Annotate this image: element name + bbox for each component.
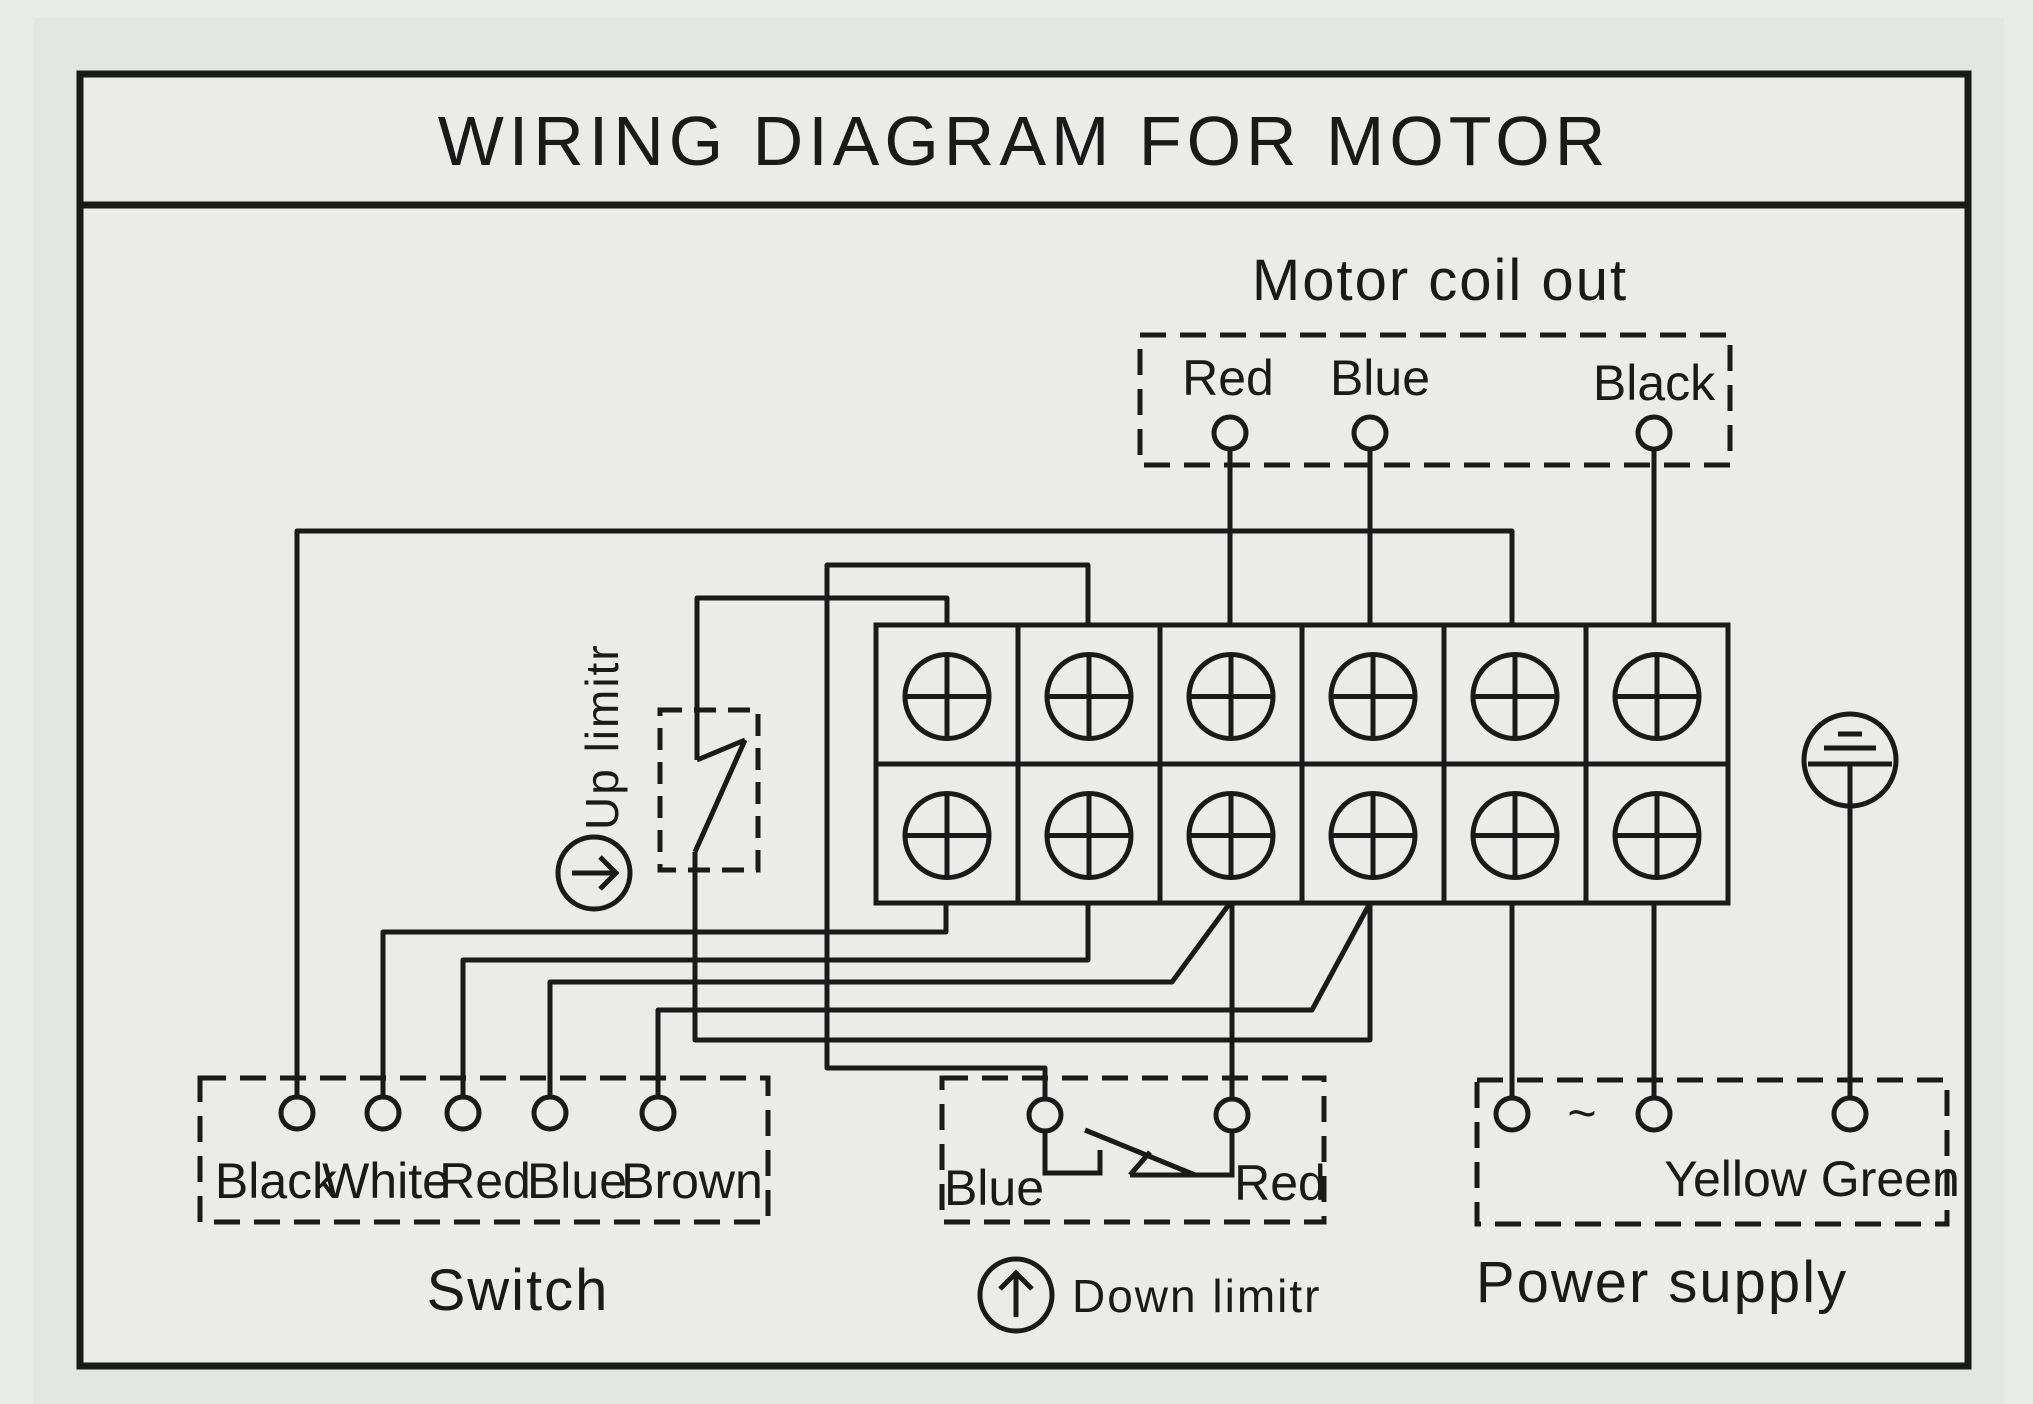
up-limit-switch-box [657, 707, 761, 873]
terminal-screw-icon [1612, 791, 1702, 880]
switch-terminal-black [278, 1094, 316, 1132]
diagram-frame [76, 70, 1972, 1370]
ac-symbol: ~ [1567, 1085, 1596, 1141]
switch-label: Switch [427, 1258, 610, 1323]
wire-switch-brown [655, 901, 1373, 1098]
wire-down-limit-blue [824, 562, 1091, 1098]
switch-box [197, 1075, 771, 1225]
motor-coil-box [1137, 332, 1733, 468]
terminal-screw-icon [1470, 791, 1560, 880]
up-limit-label: Up limitr [576, 643, 628, 830]
power-supply-terminals [1493, 1095, 1869, 1133]
motor-coil-terminal-black-label: Black [1593, 355, 1716, 411]
power-terminal-left [1493, 1095, 1531, 1133]
terminal-screw-icon [1328, 791, 1418, 880]
down-limit-terminal-blue [1026, 1096, 1064, 1134]
switch-terminal-brown-label: Brown [621, 1153, 763, 1209]
motor-coil-terminal-blue-label: Blue [1330, 350, 1430, 406]
terminal-screw-icon [1186, 652, 1276, 741]
wiring [294, 449, 1853, 1098]
down-limit-contact [1042, 1127, 1235, 1178]
switch-terminal-brown [639, 1094, 677, 1132]
wire-switch-black [294, 528, 1515, 1098]
down-limit-terminal-red-label: Red [1234, 1155, 1326, 1211]
up-limit-contact [692, 620, 748, 854]
motor-coil-terminal-red [1211, 414, 1249, 452]
wire-switch-white [380, 903, 949, 1098]
arrow-up-circle-icon [977, 1256, 1055, 1334]
wire-switch-red [460, 903, 1091, 1098]
terminal-screws [902, 652, 1702, 880]
switch-terminal-red [444, 1094, 482, 1132]
switch-terminal-blue [531, 1094, 569, 1132]
switch-terminal-white-label: White [322, 1153, 450, 1209]
terminal-screw-icon [1186, 791, 1276, 880]
power-supply-box [1474, 1077, 1950, 1227]
motor-coil-heading: Motor coil out [1252, 248, 1628, 313]
motor-coil-terminal-red-label: Red [1182, 350, 1274, 406]
power-supply-label: Power supply [1476, 1250, 1848, 1315]
down-limit-switch-box [939, 1075, 1327, 1225]
terminal-screw-icon [902, 791, 992, 880]
terminal-screw-icon [1044, 652, 1134, 741]
terminal-screw-icon [1470, 652, 1560, 741]
down-limit-terminal-red [1213, 1096, 1251, 1134]
terminal-screw-icon [1328, 652, 1418, 741]
wire-up-limit-bottom [692, 852, 1373, 1043]
diagram-title: WIRING DIAGRAM FOR MOTOR [438, 102, 1611, 180]
power-terminal-ground [1831, 1095, 1869, 1133]
switch-terminal-white [364, 1094, 402, 1132]
motor-coil-terminal-black [1635, 414, 1673, 452]
wire-switch-blue [547, 901, 1233, 1098]
arrow-right-circle-icon [555, 834, 633, 912]
motor-coil-terminal-blue [1351, 414, 1389, 452]
power-terminal-right [1635, 1095, 1673, 1133]
wire-up-limit-top [694, 595, 950, 625]
ground-wire-label: Yellow Green [1664, 1151, 1960, 1207]
switch-terminal-blue-label: Blue [527, 1153, 627, 1209]
terminal-screw-icon [902, 652, 992, 741]
terminal-screw-icon [1612, 652, 1702, 741]
down-limit-terminal-blue-label: Blue [944, 1160, 1044, 1216]
switch-terminals [278, 1094, 677, 1132]
switch-terminal-black-label: Black [215, 1153, 338, 1209]
terminal-block [873, 622, 1731, 906]
terminal-screw-icon [1044, 791, 1134, 880]
switch-terminal-red-label: Red [439, 1153, 531, 1209]
down-limit-label: Down limitr [1072, 1270, 1321, 1322]
